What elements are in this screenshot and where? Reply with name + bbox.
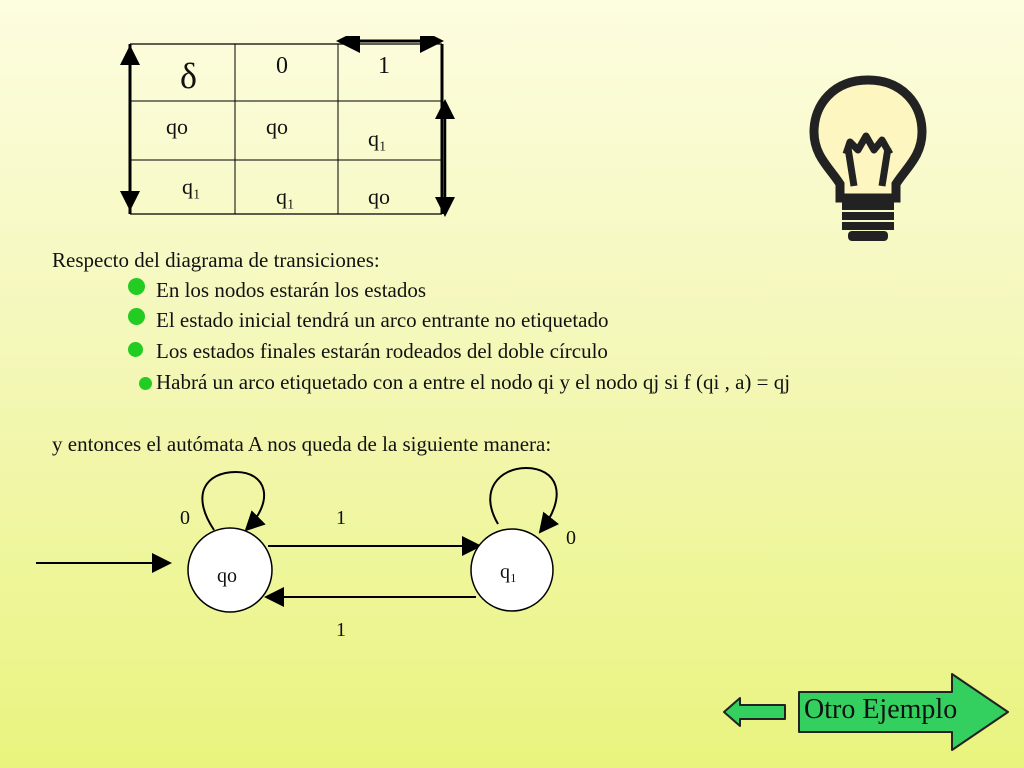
table-cell-r2c2: q₁: [276, 184, 295, 209]
intro-text: Respecto del diagrama de transiciones:: [52, 248, 380, 272]
back-arrow-icon[interactable]: [722, 696, 788, 728]
loop-q1-label: 0: [566, 527, 576, 549]
state-q1-node: [470, 528, 554, 612]
arc-q1-qo-label: 1: [336, 619, 346, 641]
next-example-label: Otro Ejemplo: [804, 694, 958, 725]
bullet-dot: [128, 342, 143, 357]
transition-table-grid: [120, 36, 455, 217]
table-cell-r2c3: qo: [368, 184, 390, 209]
bullet-text: El estado inicial tendrá un arco entrant…: [156, 308, 609, 332]
conclusion-text: y entonces el autómata A nos queda de la…: [52, 432, 552, 456]
bullet-dot: [128, 278, 145, 295]
automaton-diagram: [36, 466, 559, 613]
next-arrow-icon: [798, 673, 1009, 751]
state-qo-node: [187, 527, 273, 613]
bullet-text: Los estados finales estarán rodeados del…: [156, 339, 608, 363]
loop-q1: [489, 466, 559, 534]
loop-qo: [201, 470, 266, 532]
state-qo-label: qo: [217, 565, 237, 587]
loop-qo-label: 0: [180, 507, 190, 529]
table-header-1: 1: [378, 53, 390, 79]
bullet-dot: [128, 308, 145, 325]
state-q1-label: q₁: [500, 561, 517, 583]
light-bulb-icon: [809, 75, 927, 241]
next-example-button[interactable]: Otro Ejemplo: [796, 672, 1012, 752]
table-cell-r2c1: q₁: [182, 174, 201, 199]
table-header-delta: δ: [180, 56, 197, 96]
table-cell-r1c1: qo: [166, 114, 188, 139]
table-cell-r1c2: qo: [266, 114, 288, 139]
arc-qo-q1-label: 1: [336, 507, 346, 529]
bullet-text: En los nodos estarán los estados: [156, 278, 427, 302]
bullet-text: Habrá un arco etiquetado con a entre el …: [156, 370, 791, 394]
table-cell-r1c3: q₁: [368, 126, 387, 151]
bullet-dot: [139, 377, 152, 390]
table-header-0: 0: [276, 53, 288, 79]
